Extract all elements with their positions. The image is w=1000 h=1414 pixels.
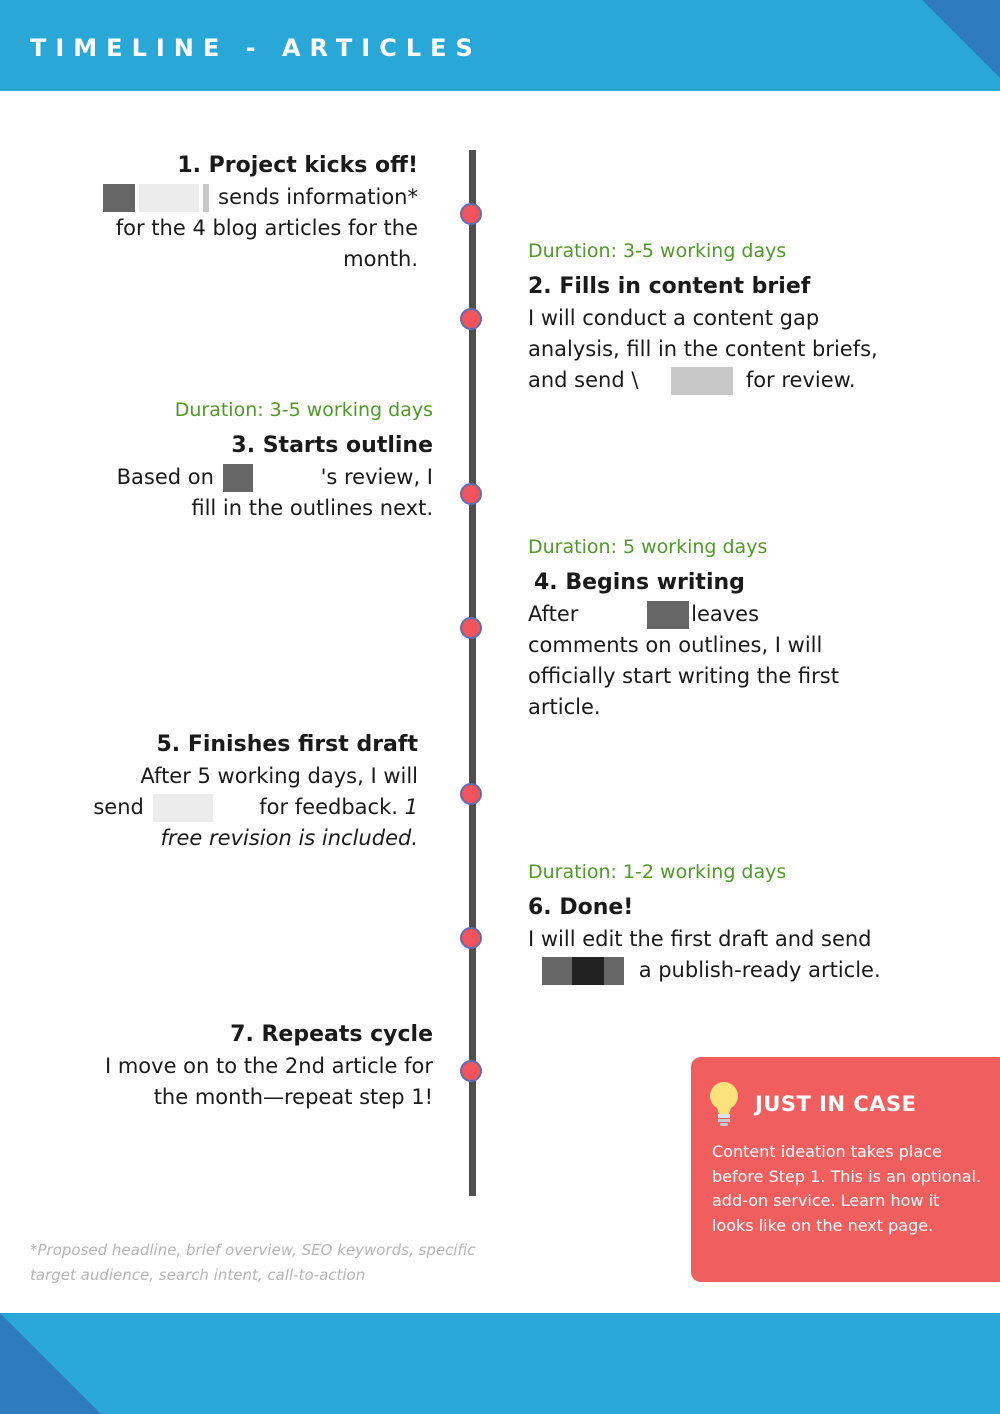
step-text-line: Based on 's review, I	[60, 462, 433, 493]
step-text-line: fill in the outlines next.	[191, 496, 433, 520]
step-text-line: and send \ for review.	[528, 365, 928, 396]
step-title: 6. Done!	[528, 895, 634, 920]
step-text-line: comments on outlines, I will	[528, 633, 823, 657]
step-text-line: sends information*	[60, 182, 418, 213]
lightbulb-icon	[710, 1082, 738, 1126]
step-1: 1. Project kicks off! sends information*…	[60, 150, 418, 275]
redacted-name	[604, 957, 624, 985]
step-text: After	[528, 602, 579, 626]
header-bar: TIMELINE - ARTICLES	[0, 0, 1000, 91]
timeline-dot-5	[460, 783, 482, 805]
step-duration: Duration: 3-5 working days	[174, 399, 433, 421]
footer-corner-decoration	[0, 1313, 101, 1414]
redacted-name	[139, 184, 200, 212]
step-text-line: the month—repeat step 1!	[153, 1085, 433, 1109]
step-text-line: free revision is included.	[160, 826, 418, 850]
step-6: Duration: 1-2 working days 6. Done! I wi…	[528, 858, 928, 986]
timeline-dot-7	[460, 1060, 482, 1082]
step-text-line: analysis, fill in the content briefs,	[528, 337, 878, 361]
step-title: 2. Fills in content brief	[528, 274, 811, 299]
callout-body: Content ideation takes place before Step…	[712, 1142, 982, 1235]
step-text: leaves	[691, 602, 760, 626]
redacted-name	[103, 184, 136, 212]
step-2: Duration: 3-5 working days 2. Fills in c…	[528, 237, 928, 396]
timeline-dot-2	[460, 308, 482, 330]
step-text-line: month.	[343, 247, 418, 271]
step-text-line: a publish-ready article.	[528, 955, 928, 986]
step-text-line: I move on to the 2nd article for	[104, 1054, 433, 1078]
step-title: 1. Project kicks off!	[177, 153, 418, 178]
step-duration: Duration: 1-2 working days	[528, 861, 787, 883]
step-text-line: I will edit the first draft and send	[528, 927, 872, 951]
redacted-name	[203, 184, 210, 212]
timeline-dot-4	[460, 617, 482, 639]
step-text: and send \	[528, 368, 639, 392]
step-4: Duration: 5 working days 4. Begins writi…	[528, 533, 928, 723]
page-title: TIMELINE - ARTICLES	[30, 34, 482, 62]
step-text-line: I will conduct a content gap	[528, 306, 820, 330]
step-text-line: After 5 working days, I will	[140, 764, 418, 788]
just-in-case-callout: JUST IN CASE Content ideation takes plac…	[691, 1057, 1000, 1282]
timeline-line	[469, 150, 476, 1196]
step-5: 5. Finishes first draft After 5 working …	[60, 729, 418, 854]
redacted-name	[542, 957, 572, 985]
step-text-line: officially start writing the first	[528, 664, 839, 688]
redacted-name	[647, 601, 690, 629]
timeline-dot-1	[460, 203, 482, 225]
step-text: for feedback.	[259, 795, 398, 819]
step-3: Duration: 3-5 working days 3. Starts out…	[60, 396, 433, 524]
header-corner-decoration	[922, 0, 1000, 78]
timeline-dot-3	[460, 483, 482, 505]
step-text-line: After leaves	[528, 599, 928, 630]
step-7: 7. Repeats cycle I move on to the 2nd ar…	[60, 1019, 433, 1113]
timeline-dot-6	[460, 927, 482, 949]
step-text: sends information*	[218, 185, 418, 209]
step-title: 4. Begins writing	[534, 570, 745, 595]
step-duration: Duration: 5 working days	[528, 536, 768, 558]
step-title: 3. Starts outline	[231, 433, 433, 458]
step-duration: Duration: 3-5 working days	[528, 240, 787, 262]
footer-bar	[0, 1313, 1000, 1414]
step-text: Based on	[116, 465, 214, 489]
step-text-line: send for feedback. 1	[60, 792, 418, 823]
step-title: 5. Finishes first draft	[156, 732, 419, 757]
callout-title: JUST IN CASE	[755, 1092, 917, 1116]
step-text-line: for the 4 blog articles for the	[115, 216, 418, 240]
step-text: 1	[404, 795, 418, 819]
redacted-name	[222, 464, 253, 492]
step-text: send	[93, 795, 144, 819]
step-text: a publish-ready article.	[638, 958, 881, 982]
step-text-line: article.	[528, 695, 601, 719]
redacted-name	[671, 367, 734, 395]
step-title: 7. Repeats cycle	[230, 1022, 433, 1047]
redacted-name	[572, 957, 604, 985]
redacted-name	[152, 794, 213, 822]
footnote: *Proposed headline, brief overview, SEO …	[30, 1241, 476, 1284]
step-text: for review.	[745, 368, 856, 392]
step-text: 's review, I	[320, 465, 433, 489]
